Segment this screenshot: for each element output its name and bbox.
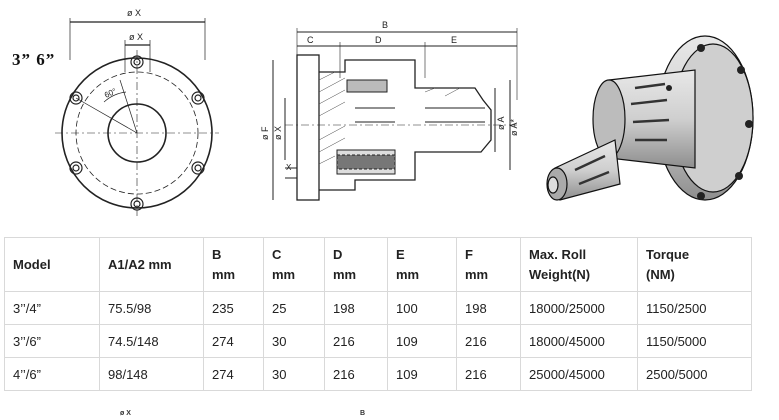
front-view-drawing: ø X ø X 60° [55,8,219,216]
section-view-drawing: B C D E ø F ø X X ø A ø A* [260,20,519,201]
table-cell: 30 [263,324,325,358]
table-cell: 100 [387,291,457,325]
front-dim-inner: ø X [129,32,143,42]
section-dim-f: ø F [260,126,270,140]
table-cell: 30 [263,357,325,391]
footer-label-x: ø X [120,410,131,417]
table-cell: 25000/45000 [520,357,638,391]
table-row: 4’’/6” 98/148 274 30 216 109 216 25000/4… [4,357,752,391]
table-cell: 75.5/98 [99,291,204,325]
section-dim-x-small: X [286,163,292,172]
next-drawing-preview: ø X B [0,408,779,420]
table-cell: 216 [456,357,521,391]
table-row: 3’’/6” 74.5/148 274 30 216 109 216 18000… [4,324,752,358]
section-dim-a-star: ø A* [509,118,519,136]
header-cell: A1/A2 mm [99,237,204,292]
section-dim-x-left: ø X [273,126,283,140]
table-cell: 4’’/6” [4,357,100,391]
section-dim-d: D [375,35,382,45]
table-cell: 98/148 [99,357,204,391]
footer-label-b: B [360,410,366,417]
section-dim-b: B [382,20,388,30]
table-cell: 3’’/6” [4,324,100,358]
table-cell: 18000/25000 [520,291,638,325]
header-cell: Model [4,237,100,292]
table-cell: 274 [203,357,264,391]
front-dim-outer: ø X [127,8,141,18]
section-dim-c: C [307,35,314,45]
table-cell: 109 [387,357,457,391]
section-dim-e: E [451,35,457,45]
table-cell: 198 [324,291,388,325]
header-cell: Torque(NM) [637,237,752,292]
table-cell: 3’’/4” [4,291,100,325]
section-dim-a: ø A [496,116,506,130]
table-cell: 216 [456,324,521,358]
table-cell: 25 [263,291,325,325]
table-cell: 1150/5000 [637,324,752,358]
table-cell: 2500/5000 [637,357,752,391]
table-cell: 74.5/148 [99,324,204,358]
size-label: 3” 6” [12,50,56,69]
table-cell: 216 [324,324,388,358]
table-cell: 198 [456,291,521,325]
table-cell: 1150/2500 [637,291,752,325]
front-angle: 60° [103,87,118,100]
table-cell: 216 [324,357,388,391]
isometric-view-drawing [546,35,754,201]
table-cell: 109 [387,324,457,358]
table-cell: 18000/45000 [520,324,638,358]
technical-drawing-area: 3” 6” ø X ø X 60° [12,8,754,216]
table-cell: 235 [203,291,264,325]
table-row: 3’’/4” 75.5/98 235 25 198 100 198 18000/… [4,291,752,325]
table-cell: 274 [203,324,264,358]
